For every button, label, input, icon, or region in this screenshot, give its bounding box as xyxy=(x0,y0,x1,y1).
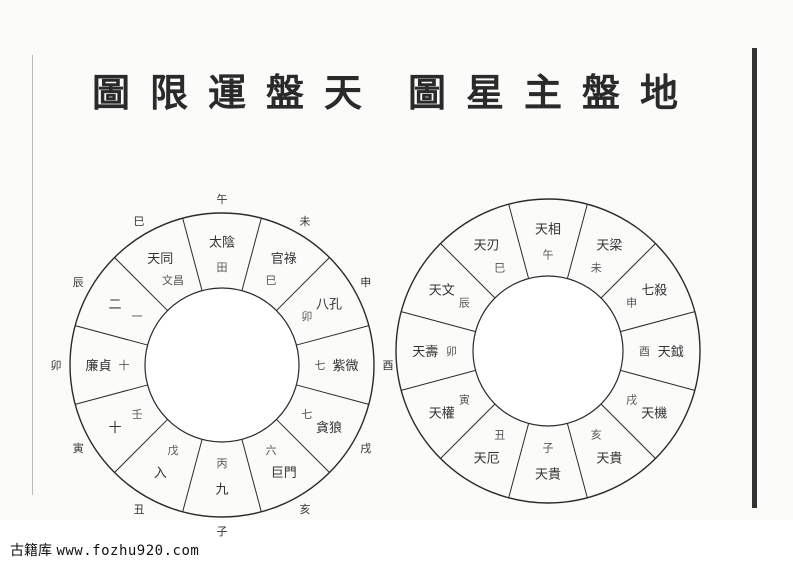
earth-disc-divider xyxy=(440,403,496,459)
earth-disc-divider xyxy=(566,423,588,498)
heaven-disc-cell-star: 八孔 xyxy=(316,297,342,312)
earth-disc-divider xyxy=(600,403,656,459)
heaven-disc-cell-star: 巨門 xyxy=(271,466,297,481)
earth-disc-cell-star: 天刃 xyxy=(474,239,500,254)
heaven-disc-branch-label: 寅 xyxy=(73,441,84,455)
earth-disc-cell-note: 戌 xyxy=(626,393,637,406)
earth-disc-cell-note: 酉 xyxy=(639,345,650,358)
heaven-disc-branch-label: 巳 xyxy=(134,215,145,228)
heaven-disc-divider xyxy=(296,325,369,346)
earth-disc-cell-star: 天壽 xyxy=(412,345,438,360)
earth-disc-cell-star: 天鉞 xyxy=(658,345,684,360)
heaven-disc-branch-label: 戌 xyxy=(360,442,371,455)
heaven-disc-cell-star: 入 xyxy=(154,466,167,481)
heaven-disc-branch-label: 酉 xyxy=(383,359,394,372)
earth-disc-divider xyxy=(401,369,476,391)
earth-disc-divider xyxy=(620,311,695,333)
earth-disc-inner-ring xyxy=(472,275,624,427)
heaven-disc-cell-star: 太陰 xyxy=(209,236,235,251)
heaven-disc-cell-star: 紫微 xyxy=(332,359,358,374)
footer-site[interactable]: www.fozhu920.com xyxy=(56,543,200,559)
earth-disc-cell-star: 天權 xyxy=(429,406,455,421)
heaven-disc-divider xyxy=(114,257,168,311)
heaven-disc-cell-note: 卯 xyxy=(301,310,312,323)
heaven-disc-branch-label: 丑 xyxy=(134,503,145,516)
heaven-disc-branch-label: 卯 xyxy=(51,359,62,372)
heaven-disc-divider xyxy=(296,384,369,405)
heaven-disc-cell-star: 十 xyxy=(109,421,122,436)
heaven-disc-divider xyxy=(182,218,203,291)
earth-disc-cell-note: 卯 xyxy=(446,345,457,358)
heaven-disc-divider xyxy=(75,384,148,405)
earth-disc-cell-note: 未 xyxy=(591,261,602,274)
heaven-disc-cell-note: 七 xyxy=(301,408,312,421)
scanned-page xyxy=(0,0,793,520)
earth-disc-cell-star: 天文 xyxy=(429,284,455,299)
heaven-disc: 太陰田官祿巳八孔卯紫微七貪狼七巨門六九丙入戊十壬廉貞十二一天同文昌午未申酉戌亥子… xyxy=(51,193,394,538)
heaven-disc-cell-star: 官祿 xyxy=(271,251,297,267)
heaven-disc-branch-label: 未 xyxy=(300,215,311,228)
heaven-disc-branch-label: 子 xyxy=(217,525,228,538)
footer-watermark: 古籍库 www.fozhu920.com xyxy=(10,540,199,560)
heaven-disc-cell-note: 田 xyxy=(217,261,228,274)
earth-disc-cell-star: 天厄 xyxy=(474,451,500,466)
earth-disc-cell-note: 申 xyxy=(626,297,637,310)
earth-disc-outer-ring xyxy=(395,198,701,504)
heaven-disc-divider xyxy=(114,419,168,473)
heaven-disc-cell-star: 二 xyxy=(109,297,122,312)
earth-disc: 天相午 天梁未七殺申天鉞酉天機戌天貴 亥天貴 子天厄 丑 天權寅 天壽卯 天文辰 天刃巳 xyxy=(395,198,701,504)
heaven-disc-cell-star: 廉貞 xyxy=(85,358,111,374)
heaven-disc-divider xyxy=(241,218,262,291)
heaven-disc-outer-ring xyxy=(69,212,375,518)
earth-disc-cell-star: 天貴 xyxy=(535,468,561,483)
earth-disc-divider xyxy=(566,204,588,279)
heaven-disc-cell-note: 七 xyxy=(315,359,326,372)
heaven-disc-inner-ring xyxy=(144,287,300,443)
title-heaven-disc: 圖限運盤天 xyxy=(92,70,383,115)
heaven-disc-divider xyxy=(182,439,203,512)
heaven-disc-cell-star: 九 xyxy=(215,483,228,498)
earth-disc-cell-star: 天貴 xyxy=(596,451,622,466)
earth-disc-cell-note: 辰 xyxy=(459,297,470,310)
earth-disc-cell-star: 天機 xyxy=(641,406,667,421)
heaven-disc-divider xyxy=(241,439,262,512)
heaven-disc-cell-note: 十 xyxy=(119,358,130,372)
heaven-disc-branch-label: 辰 xyxy=(73,276,84,289)
heaven-disc-divider xyxy=(276,419,330,473)
heaven-disc-branch-label: 申 xyxy=(360,276,371,289)
earth-disc-cell-note: 子 xyxy=(543,442,554,455)
earth-disc-cell-note: 午 xyxy=(543,248,554,261)
page-edge-bar xyxy=(752,48,757,508)
earth-disc-cell-star: 七殺 xyxy=(641,284,667,299)
heaven-disc-cell-star: 貪狼 xyxy=(316,420,342,436)
heaven-disc-cell-note: 巳 xyxy=(266,274,277,287)
heaven-disc-branch-label: 亥 xyxy=(300,502,311,516)
earth-disc-cell-star: 天相 xyxy=(535,222,561,237)
earth-disc-divider xyxy=(620,369,695,391)
heaven-disc-cell-note: 丙 xyxy=(217,457,228,470)
heaven-disc-divider xyxy=(276,257,330,311)
earth-disc-cell-note: 寅 xyxy=(459,392,470,406)
earth-disc-cell-star: 天梁 xyxy=(596,239,622,254)
title-earth-disc: 圖星主盤地 xyxy=(408,70,699,115)
heaven-disc-branch-label: 午 xyxy=(217,193,228,206)
earth-disc-cell-note: 丑 xyxy=(494,429,505,442)
page-fold-line xyxy=(32,55,33,495)
heaven-disc-cell-note: 戊 xyxy=(168,444,179,457)
earth-disc-divider xyxy=(401,311,476,333)
earth-disc-cell-note: 巳 xyxy=(494,261,505,274)
earth-disc-cell-note: 亥 xyxy=(591,428,602,442)
heaven-disc-cell-note: 文昌 xyxy=(162,273,184,287)
heaven-disc-divider xyxy=(75,325,148,346)
earth-disc-divider xyxy=(508,204,530,279)
earth-disc-divider xyxy=(440,243,496,299)
heaven-disc-cell-star: 天同 xyxy=(147,252,173,267)
footer-brand: 古籍库 xyxy=(10,543,52,559)
heaven-disc-cell-note: 六 xyxy=(266,444,277,457)
heaven-disc-cell-note: 一 xyxy=(132,310,143,323)
heaven-disc-cell-note: 壬 xyxy=(132,408,143,421)
earth-disc-divider xyxy=(600,243,656,299)
earth-disc-divider xyxy=(508,423,530,498)
